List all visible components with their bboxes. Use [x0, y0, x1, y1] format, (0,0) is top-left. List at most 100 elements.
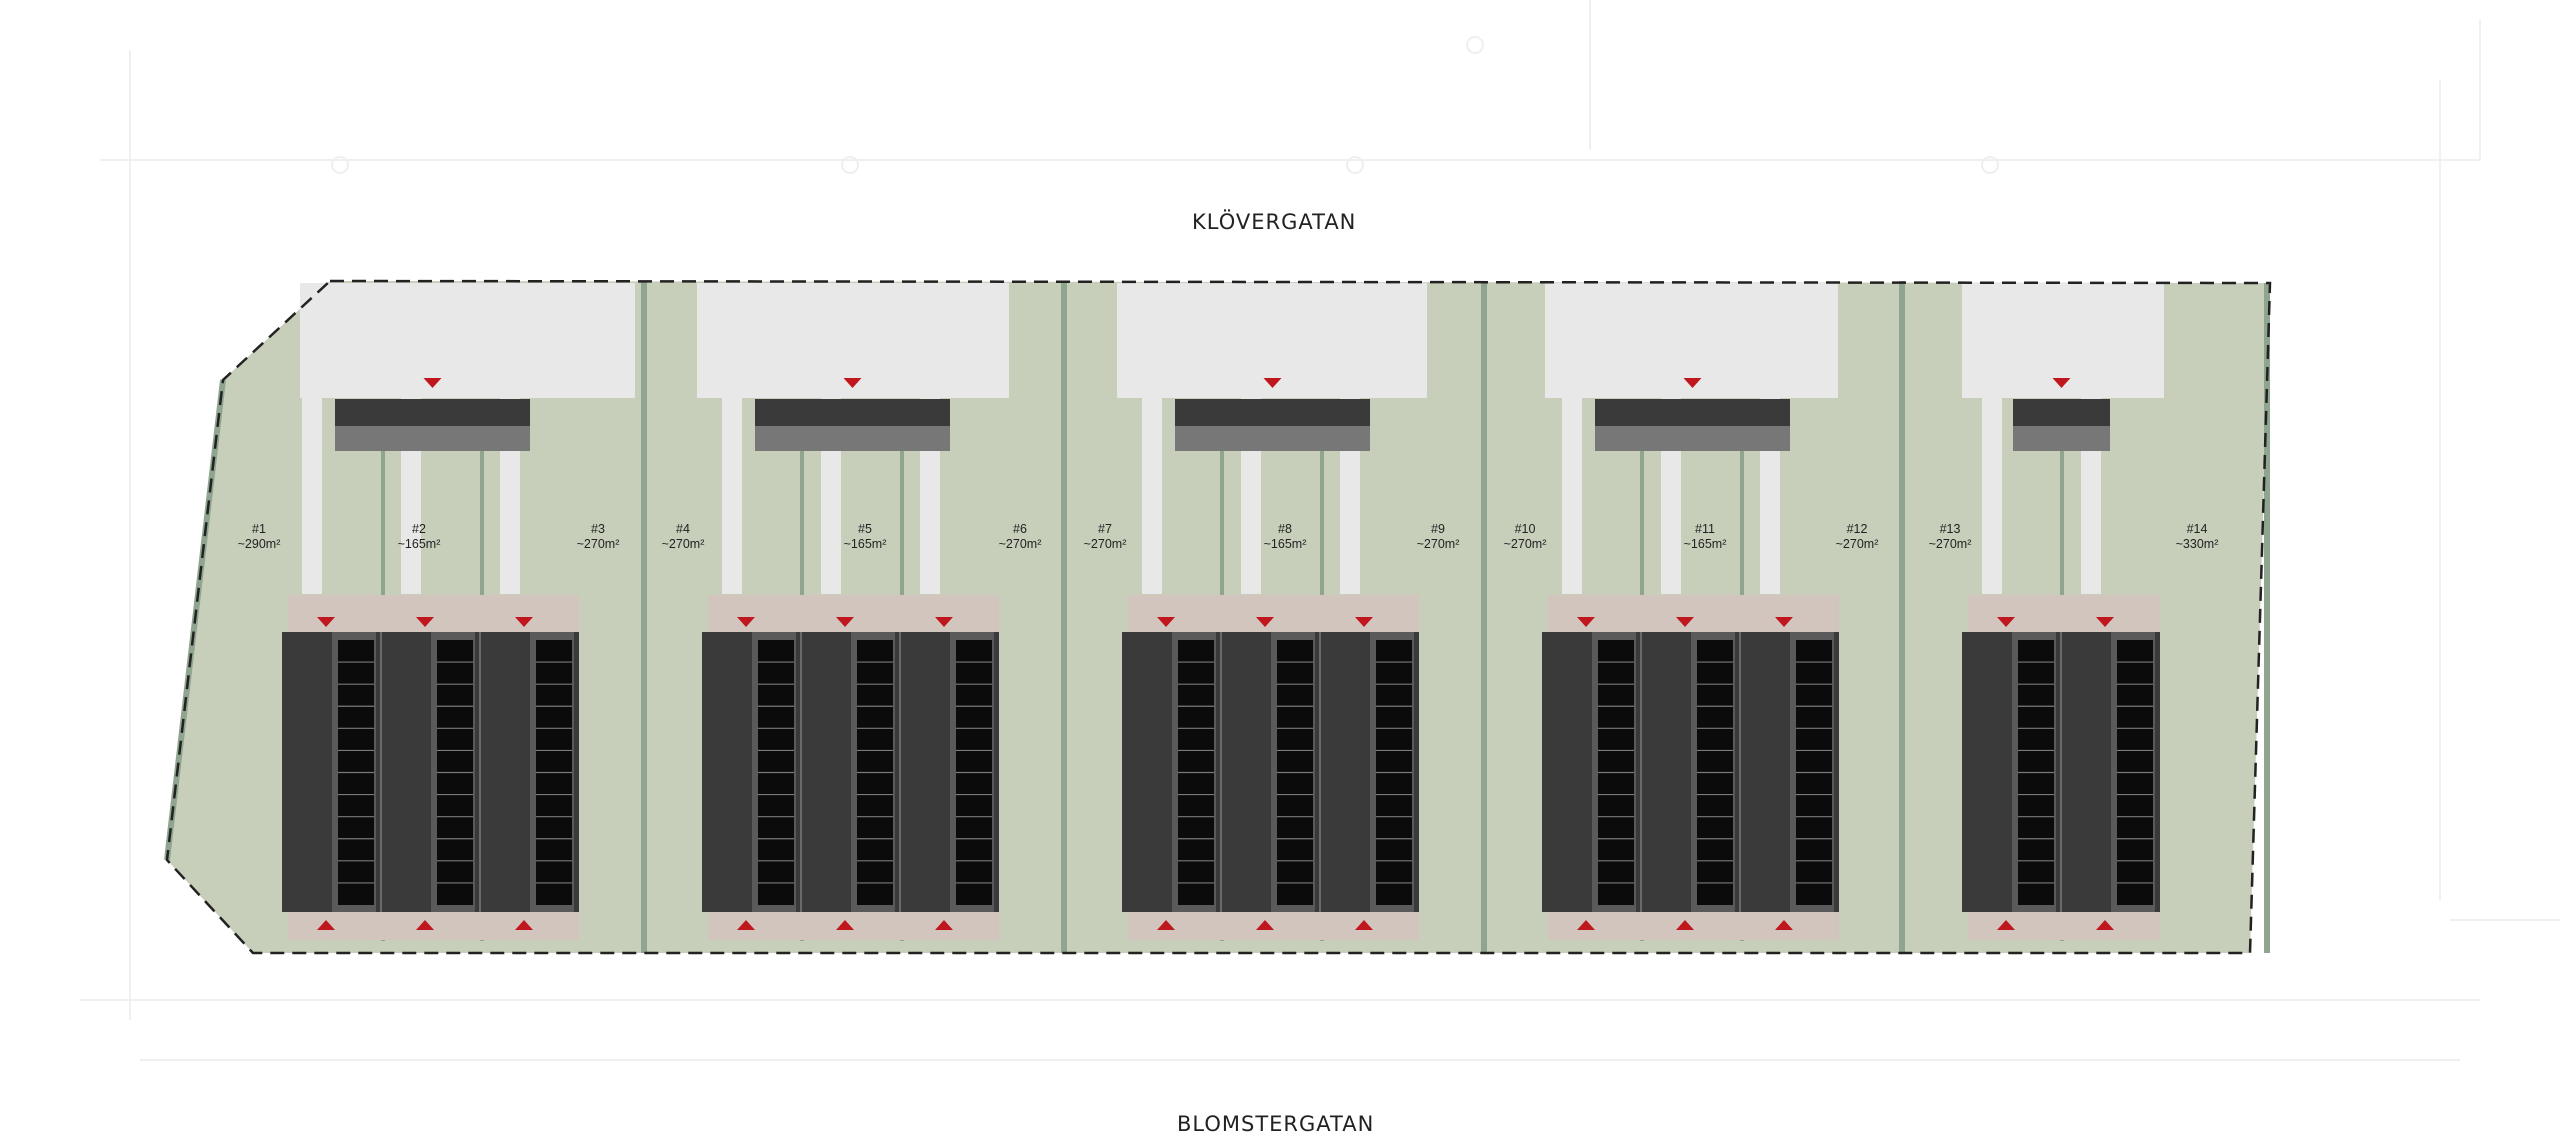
- plot-area: ~290m²: [237, 537, 281, 551]
- lot-divider: [2264, 283, 2270, 953]
- entrance-marker: [1775, 920, 1793, 930]
- plot-number: #9: [1431, 522, 1445, 536]
- plot-area: ~165m²: [1263, 537, 1307, 551]
- entrance-marker: [1355, 920, 1373, 930]
- entrance-marker: [1676, 617, 1694, 627]
- lot-divider: [1899, 281, 1905, 953]
- plot-number: #8: [1278, 522, 1292, 536]
- entrance-marker: [1263, 378, 1282, 388]
- entry-strip: [1128, 912, 1419, 940]
- plot-area: ~270m²: [1416, 537, 1460, 551]
- carport-roof-edge: [2013, 426, 2110, 451]
- entrance-marker: [843, 378, 862, 388]
- carport-roof-edge: [755, 426, 950, 451]
- entrance-marker: [515, 617, 533, 627]
- entrance-marker: [2096, 920, 2114, 930]
- site-boundary: [165, 279, 2272, 955]
- housing-block: [1117, 283, 1427, 941]
- plot-area: ~165m²: [397, 537, 441, 551]
- housing-block: [697, 283, 1009, 941]
- driveway: [722, 398, 742, 594]
- plot-label: #8~165m²: [1240, 522, 1330, 552]
- housing-block: [1542, 283, 1839, 941]
- carport-roof: [1595, 399, 1790, 426]
- entry-strip: [1548, 912, 1839, 940]
- plot-label: #11~165m²: [1660, 522, 1750, 552]
- entrance-marker: [1997, 617, 2015, 627]
- lot-divider: [641, 281, 647, 953]
- house-roof: [702, 632, 999, 912]
- house-roof: [1122, 632, 1419, 912]
- entrance-marker: [737, 617, 755, 627]
- plot-label: #13~270m²: [1905, 522, 1995, 552]
- entry-strip: [708, 912, 999, 940]
- entrance-marker: [836, 920, 854, 930]
- entrance-marker: [1157, 920, 1175, 930]
- entry-strip: [1968, 912, 2160, 940]
- street-label-north: KLÖVERGATAN: [1192, 210, 1357, 234]
- entry-strip: [1968, 595, 2160, 632]
- entrance-marker: [2052, 378, 2071, 388]
- entry-strip: [708, 595, 999, 632]
- entrance-marker: [515, 920, 533, 930]
- carport-roof: [1175, 399, 1370, 426]
- carport-roof-edge: [1595, 426, 1790, 451]
- entrance-marker: [1683, 378, 1702, 388]
- context-tree: [1346, 156, 1364, 174]
- plot-label: #3~270m²: [553, 522, 643, 552]
- entrance-marker: [423, 378, 442, 388]
- entrance-marker: [1256, 920, 1274, 930]
- entrance-marker: [836, 617, 854, 627]
- carport-roof-edge: [1175, 426, 1370, 451]
- plot-number: #2: [412, 522, 426, 536]
- plot-label: #7~270m²: [1060, 522, 1150, 552]
- carport-roof: [335, 399, 530, 426]
- plot-label: #10~270m²: [1480, 522, 1570, 552]
- street-label-south: BLOMSTERGATAN: [1177, 1112, 1375, 1136]
- driveway: [1982, 398, 2002, 594]
- entrance-marker: [416, 617, 434, 627]
- entrance-marker: [1676, 920, 1694, 930]
- plot-area: ~270m²: [576, 537, 620, 551]
- entrance-marker: [2096, 617, 2114, 627]
- plot-label: #12~270m²: [1812, 522, 1902, 552]
- context-tree: [1466, 36, 1484, 54]
- house-roof: [1542, 632, 1839, 912]
- entrance-marker: [1157, 617, 1175, 627]
- entrance-marker: [935, 920, 953, 930]
- entrance-marker: [1355, 617, 1373, 627]
- entrance-marker: [317, 920, 335, 930]
- house-roof: [282, 632, 579, 912]
- plot-number: #7: [1098, 522, 1112, 536]
- plot-label: #9~270m²: [1393, 522, 1483, 552]
- carport-roof: [2013, 399, 2110, 426]
- plot-number: #3: [591, 522, 605, 536]
- entrance-marker: [416, 920, 434, 930]
- plot-area: ~330m²: [2175, 537, 2219, 551]
- carport-roof: [755, 399, 950, 426]
- plot-area: ~270m²: [1928, 537, 1972, 551]
- entrance-marker: [737, 920, 755, 930]
- plot-area: ~270m²: [1503, 537, 1547, 551]
- parking-court: [300, 283, 635, 398]
- plot-number: #6: [1013, 522, 1027, 536]
- entrance-marker: [935, 617, 953, 627]
- surrounding-context-lines: [80, 0, 2560, 1061]
- plot-label: #5~165m²: [820, 522, 910, 552]
- plot-number: #12: [1846, 522, 1868, 536]
- plot-area: ~165m²: [1683, 537, 1727, 551]
- plot-area: ~270m²: [1083, 537, 1127, 551]
- plot-number: #13: [1939, 522, 1961, 536]
- housing-blocks: [164, 281, 2270, 953]
- plot-area: ~270m²: [998, 537, 1042, 551]
- entrance-marker: [1775, 617, 1793, 627]
- entrance-marker: [1256, 617, 1274, 627]
- plot-number: #5: [858, 522, 872, 536]
- plot-label: #14~330m²: [2152, 522, 2242, 552]
- context-tree: [331, 156, 349, 174]
- lot-divider: [1061, 281, 1067, 953]
- plot-number: #11: [1695, 522, 1715, 536]
- entrance-marker: [1577, 617, 1595, 627]
- carport-roof-edge: [335, 426, 530, 451]
